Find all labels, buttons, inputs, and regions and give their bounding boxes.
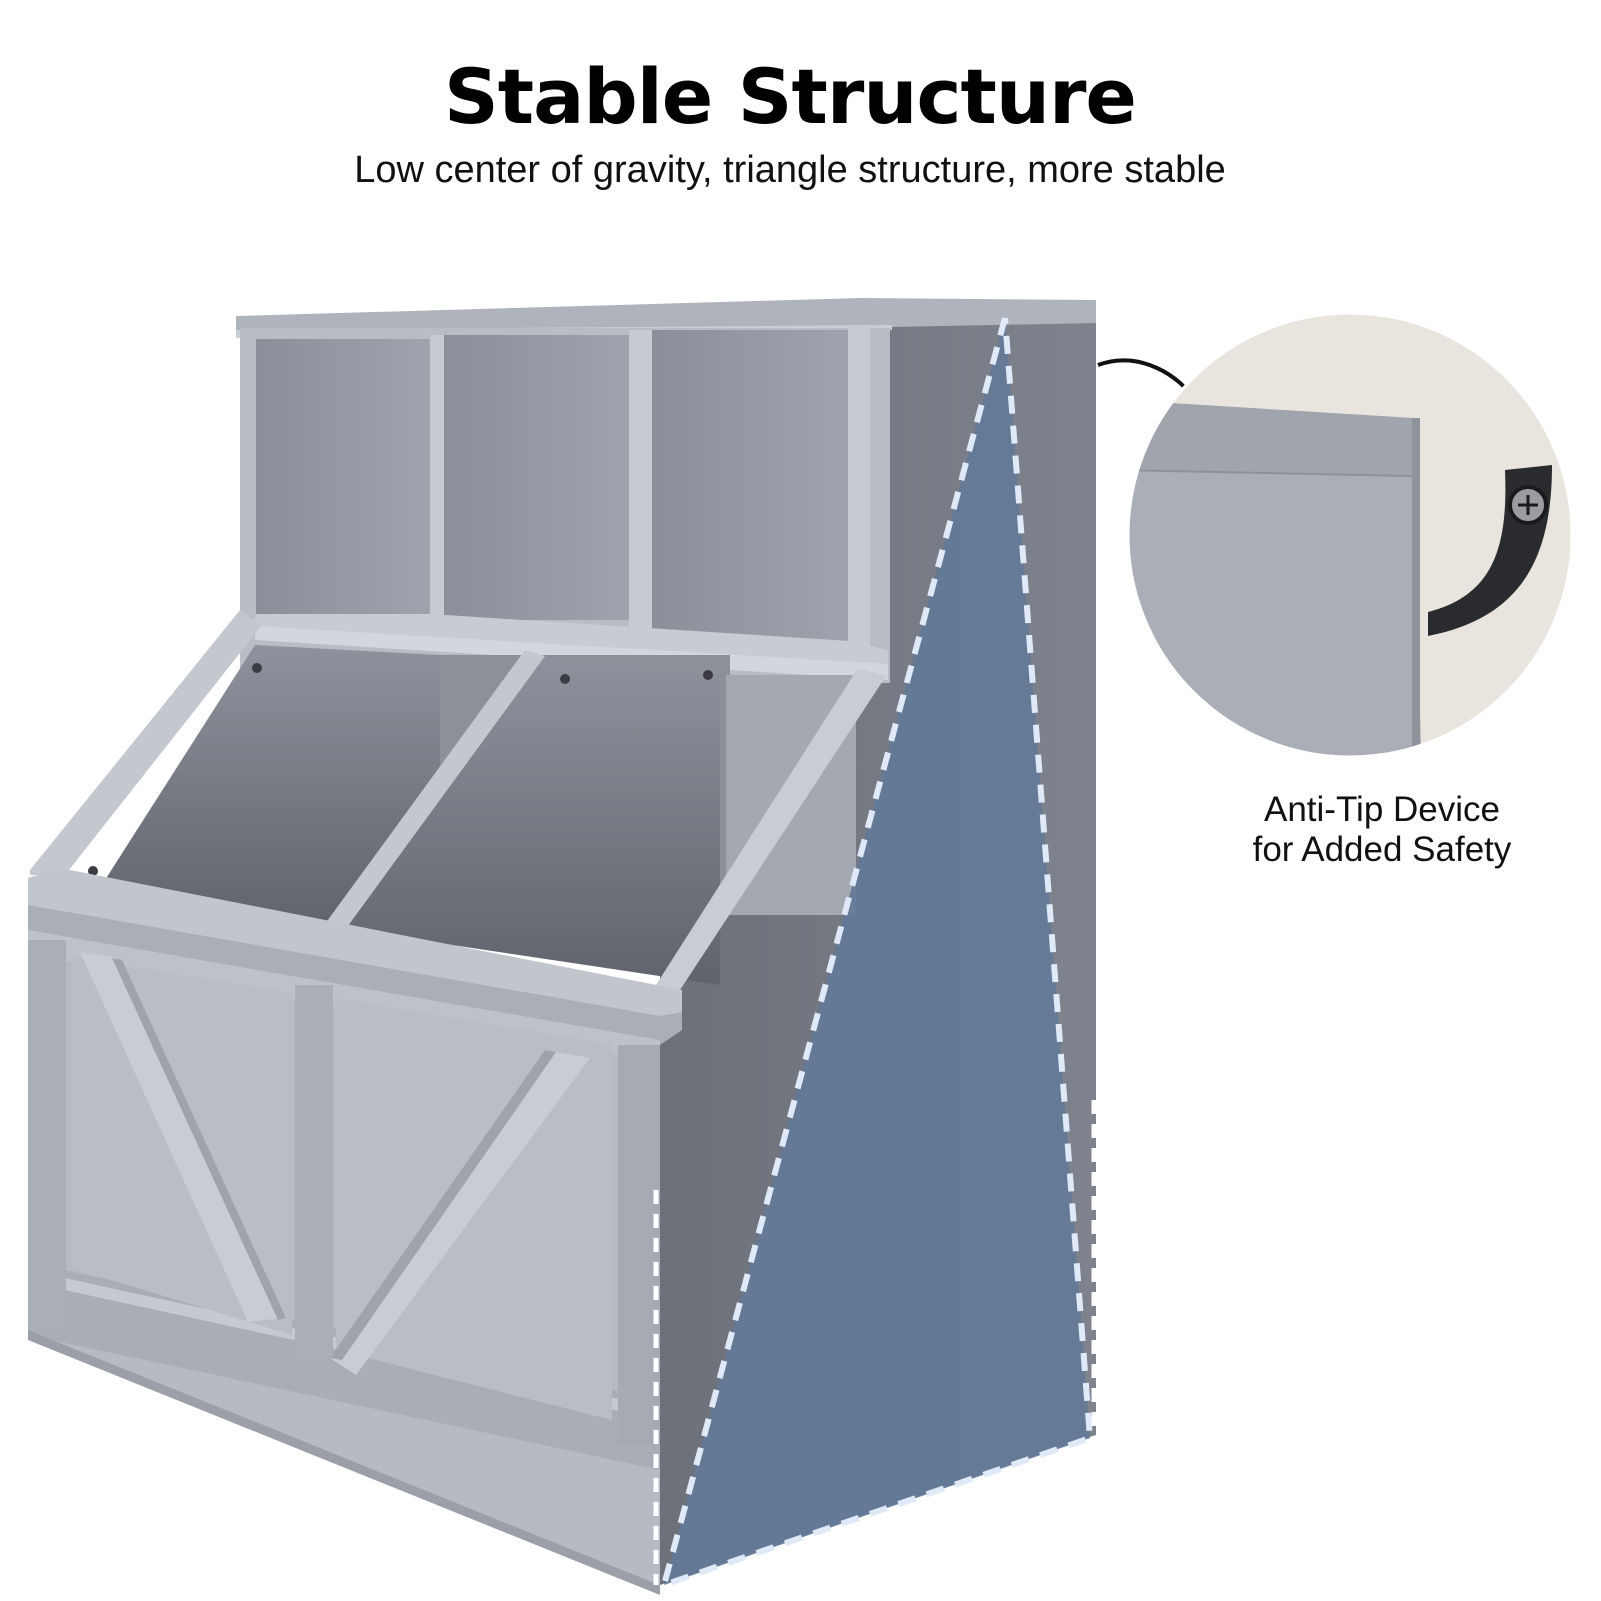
brace-left	[80, 952, 282, 1322]
bin-divider	[322, 650, 545, 930]
cabinet-top-board	[236, 298, 1096, 337]
bin-front-lip	[28, 868, 682, 1020]
anti-tip-zoom-circle	[1128, 313, 1572, 757]
cubby-middle	[444, 335, 629, 620]
brace-right	[330, 1050, 590, 1375]
anti-tip-caption: Anti-Tip Device for Added Safety	[1222, 790, 1542, 870]
bin-side-left	[30, 610, 262, 875]
page-subtitle: Low center of gravity, triangle structur…	[354, 149, 1226, 191]
stability-triangle	[664, 318, 1090, 1585]
page-title: Stable Structure	[444, 52, 1137, 141]
cubby-right	[652, 330, 848, 643]
bin-right-inner	[338, 655, 720, 985]
cubby-left	[256, 339, 430, 614]
bin-left-inner	[105, 645, 440, 930]
caption-line-2: for Added Safety	[1252, 830, 1512, 869]
triangle-dashed-outline	[661, 317, 1093, 1588]
caption-line-1: Anti-Tip Device	[1264, 790, 1500, 829]
screw-icon	[88, 663, 713, 876]
